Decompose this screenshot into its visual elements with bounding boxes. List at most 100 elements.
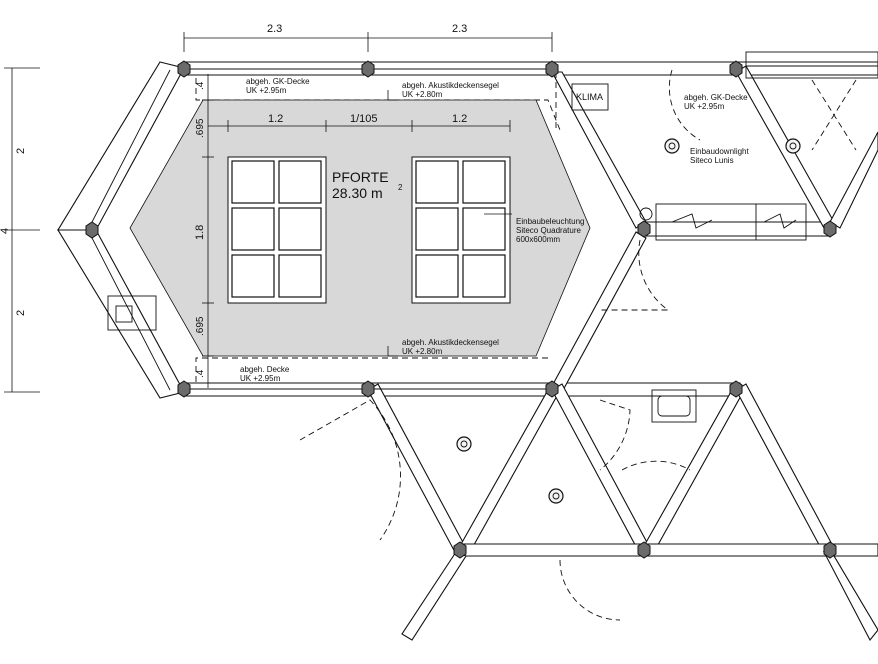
dim-inner-mid: 1/105 <box>350 113 378 125</box>
downlight-icon <box>552 492 560 500</box>
dim-inner-height: 1.8 <box>194 225 206 240</box>
light-cell <box>278 254 322 298</box>
downlight-icon <box>460 440 468 448</box>
downlights <box>456 138 801 504</box>
note-ceiling-top-left-1: abgeh. GK-Decke <box>246 77 310 86</box>
downlight-icon <box>456 436 472 452</box>
wall-lower-left-out <box>401 551 467 641</box>
downlight-icon <box>789 142 797 150</box>
walls <box>57 61 878 642</box>
cabinet-symbol <box>671 213 713 229</box>
wall-bottom <box>183 382 741 397</box>
stair-hatch-b <box>811 79 857 151</box>
window-right <box>745 51 878 79</box>
column-marker-icon <box>453 541 467 559</box>
door-swing-arc-top-right <box>668 69 701 141</box>
wall-lower-triangle-c <box>551 383 651 555</box>
klima-label: KLIMA <box>576 92 603 102</box>
note-recessed-light-1: Einbaubeleuchtung <box>516 217 585 226</box>
window-upper-left <box>89 69 171 227</box>
note-recessed-light-3: 600x600mm <box>516 235 560 244</box>
wall-lower-triangle-e <box>735 383 835 555</box>
light-cell <box>415 207 459 251</box>
column-marker-icon <box>545 60 559 78</box>
column-markers <box>85 60 837 559</box>
door-swing-arc-right <box>600 239 670 311</box>
note-recessed-light-2: Siteco Quadrature <box>516 226 581 235</box>
note-downlight-1: Einbaudownlight <box>690 147 749 156</box>
note-ceiling-bottom-left-2: UK +2.95m <box>240 374 281 383</box>
note-sail-top-1: abgeh. Akustikdeckensegel <box>402 81 499 90</box>
downlight-icon <box>668 142 676 150</box>
dimension-lines <box>4 32 553 393</box>
light-cell <box>415 254 459 298</box>
room-area-superscript: 2 <box>398 183 403 192</box>
room-name: PFORTE <box>332 169 389 185</box>
wall-lower-right-out <box>822 550 878 642</box>
downlight-icon <box>548 488 564 504</box>
dim-left-total: 4 <box>0 228 11 234</box>
leader-lines <box>387 90 512 357</box>
column-marker-icon <box>361 380 375 398</box>
note-sail-top-2: UK +2.80m <box>402 90 443 99</box>
light-cell <box>462 207 506 251</box>
dim-inner-2: 1.2 <box>452 113 467 125</box>
cabinet-symbol <box>763 213 797 229</box>
ceiling-edge-bottom <box>195 357 548 382</box>
door-swing-arc-lower-right <box>599 399 631 471</box>
dim-inner-top: .695 <box>195 118 206 138</box>
note-sail-bottom-2: UK +2.80m <box>402 347 443 356</box>
column-marker-icon <box>729 380 743 398</box>
light-cell <box>462 160 506 204</box>
column-marker-icon <box>177 380 191 398</box>
dim-left-1: 2 <box>15 148 27 154</box>
ceiling-edge-top <box>195 78 561 131</box>
note-sail-bottom-1: abgeh. Akustikdeckensegel <box>402 338 499 347</box>
light-cell <box>462 254 506 298</box>
column-marker-icon <box>637 220 651 238</box>
note-ceiling-right-2: UK +2.95m <box>684 102 725 111</box>
note-ceiling-right-1: abgeh. GK-Decke <box>684 93 748 102</box>
dim-top-1: 2.3 <box>267 23 282 35</box>
wall-lower-triangle-a <box>367 383 467 555</box>
column-marker-icon <box>637 541 651 559</box>
door-swing-arc-lower-left <box>299 399 401 541</box>
sink-basin <box>657 395 691 417</box>
column-marker-icon <box>545 380 559 398</box>
room-area: 28.30 m <box>332 185 383 201</box>
labels: 2.3 2.3 2 2 4 1.2 1/105 1.2 1.8 .695 .69… <box>0 23 749 383</box>
light-cell <box>278 207 322 251</box>
light-cell <box>278 160 322 204</box>
dim-left-2: 2 <box>15 310 27 316</box>
wall-top <box>183 61 878 76</box>
dim-edge-bottom: .4 <box>195 369 206 378</box>
column-marker-icon <box>361 60 375 78</box>
wall-right-room-2 <box>829 131 878 229</box>
light-cell <box>231 160 275 204</box>
downlight-icon <box>785 138 801 154</box>
corridor-cabinet <box>655 203 807 241</box>
column-marker-icon <box>823 220 837 238</box>
note-ceiling-top-left-2: UK +2.95m <box>246 86 287 95</box>
light-grid-right <box>411 156 511 304</box>
door-swing-arc-bottom <box>559 559 621 621</box>
column-marker-icon <box>85 221 99 239</box>
wall-corridor <box>645 221 831 237</box>
light-cell <box>231 207 275 251</box>
wall-outlet-icon <box>639 207 653 221</box>
light-grid-left <box>227 156 327 304</box>
wall-lower-base <box>459 543 878 557</box>
door-swing-arc-wc <box>621 460 691 471</box>
dim-top-2: 2.3 <box>452 23 467 35</box>
light-cell <box>415 160 459 204</box>
electrical-panel-icon <box>107 295 157 331</box>
dim-edge-top: .4 <box>195 81 206 90</box>
note-ceiling-bottom-left-1: abgeh. Decke <box>240 365 290 374</box>
note-downlight-2: Siteco Lunis <box>690 156 734 165</box>
window-lower-left <box>89 233 171 391</box>
column-marker-icon <box>729 60 743 78</box>
downlight-icon <box>664 138 680 154</box>
dim-inner-bottom: .695 <box>195 316 206 336</box>
light-cell <box>231 254 275 298</box>
